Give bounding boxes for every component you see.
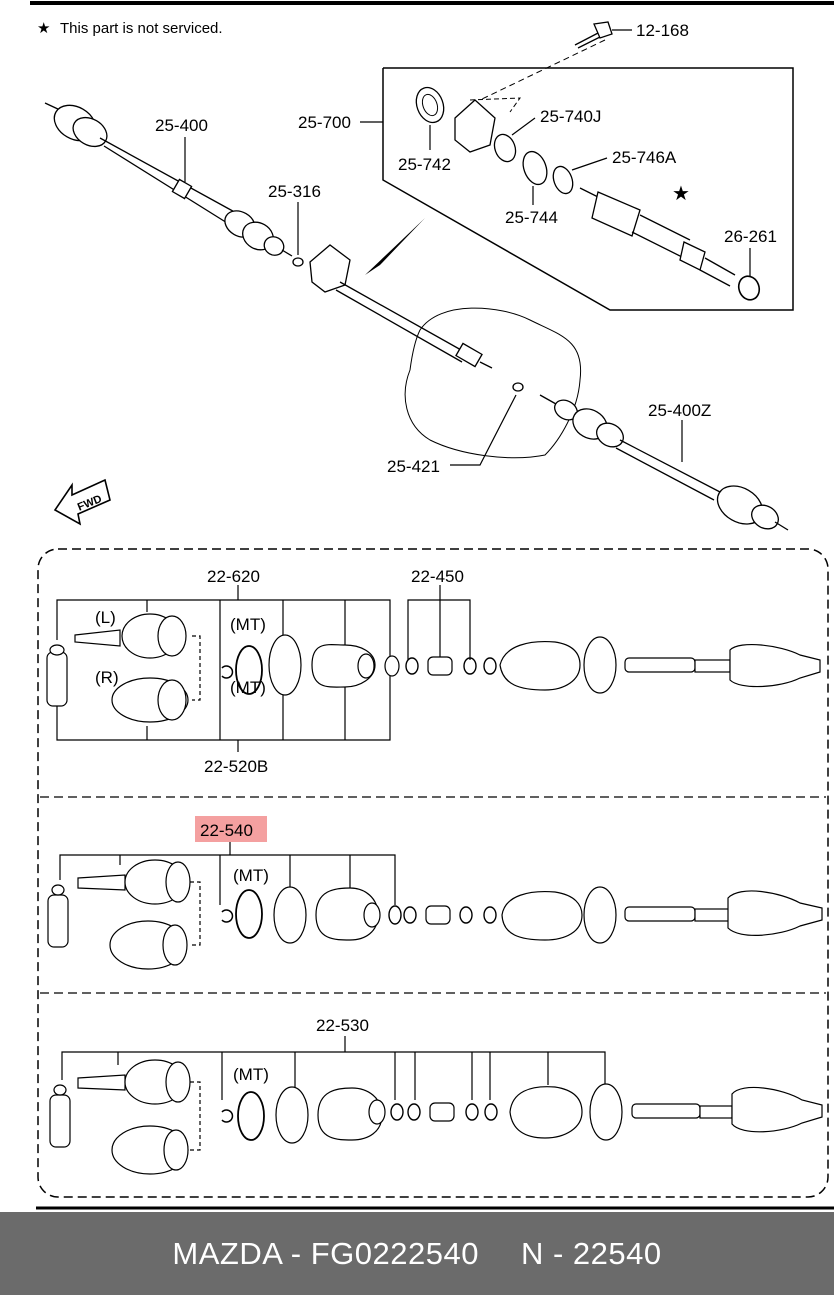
- footer-number: N - 22540: [520, 1235, 662, 1271]
- ring-25-744[interactable]: [519, 148, 551, 187]
- label-25-316: 25-316: [268, 182, 321, 201]
- boot-band-5: [275, 1086, 309, 1144]
- snap-ring-2: [221, 909, 234, 923]
- circlip-3: [237, 1091, 265, 1141]
- outer-joint-2: [727, 890, 823, 936]
- label-22-530: 22-530: [316, 1016, 369, 1035]
- grease-tube-1: [46, 651, 68, 707]
- boot-band-6: [589, 1083, 623, 1141]
- seal-25-742[interactable]: [412, 84, 449, 127]
- label-22-620: 22-620: [207, 567, 260, 586]
- kit-row-2: [59, 842, 396, 905]
- label-25-740J: 25-740J: [540, 107, 601, 126]
- boot-6: [509, 1086, 583, 1139]
- boot-band-3: [273, 886, 307, 944]
- label-25-700: 25-700: [298, 113, 351, 132]
- bracket[interactable]: [454, 99, 496, 153]
- kit-row-1-parts[interactable]: [46, 613, 821, 723]
- label-25-400Z: 25-400Z: [648, 401, 711, 420]
- note-star-icon: ★: [37, 20, 50, 37]
- kit-row-3: [61, 1036, 606, 1100]
- right-label: (R): [95, 668, 119, 687]
- fwd-arrow-icon: FWD: [53, 478, 111, 526]
- label-26-261: 26-261: [724, 227, 777, 246]
- boot-band-2: [583, 636, 617, 694]
- snap-ring-3: [221, 1109, 234, 1123]
- outer-joint-3: [731, 1086, 823, 1133]
- boot-1: [311, 644, 376, 688]
- kit-row-1: [56, 585, 471, 752]
- clip-25-316[interactable]: [292, 257, 304, 267]
- bolt-12-168[interactable]: [574, 21, 613, 49]
- label-22-450: 22-450: [411, 567, 464, 586]
- clip-25-421[interactable]: [512, 382, 524, 392]
- star-icon: ★: [672, 181, 690, 205]
- outer-joint-1: [729, 644, 821, 688]
- left-label: (L): [95, 608, 116, 627]
- parts-diagram: ★ This part is not serviced. 12-168 25-4…: [30, 1, 834, 1210]
- drive-shaft-25-400Z[interactable]: [539, 394, 789, 534]
- mt-label-2: (MT): [233, 866, 269, 885]
- mt-label-1b: (MT): [230, 678, 266, 697]
- label-25-746A: 25-746A: [612, 148, 677, 167]
- label-22-540[interactable]: 22-540: [200, 821, 253, 840]
- footer-brand-part: MAZDA - FG0222540: [172, 1235, 479, 1271]
- highlight-22-540: [195, 816, 267, 842]
- pointer-arrow: [365, 218, 425, 275]
- grease-tube-2: [47, 894, 69, 948]
- label-25-744: 25-744: [505, 208, 558, 227]
- label-25-421: 25-421: [387, 457, 440, 476]
- kit-row-3-parts[interactable]: [49, 1059, 823, 1175]
- note-text: This part is not serviced.: [60, 20, 223, 37]
- circlip-2: [235, 889, 263, 939]
- joint-shaft-kit-25-700: 25-700 25-742 25-740J 25-744 25-746A: [298, 67, 794, 311]
- label-25-742: 25-742: [398, 155, 451, 174]
- mt-label-1a: (MT): [230, 615, 266, 634]
- label-12-168: 12-168: [636, 21, 689, 40]
- circlip-1: [235, 645, 263, 695]
- joint-shaft-inner[interactable]: [579, 187, 736, 287]
- kit-row-2-parts[interactable]: [47, 859, 823, 970]
- transaxle-outline: [404, 307, 582, 459]
- ring-25-746A[interactable]: [550, 164, 576, 196]
- boot-4: [501, 891, 583, 941]
- kits-panel: [37, 548, 829, 1198]
- label-25-400: 25-400: [155, 116, 208, 135]
- boot-band-4: [583, 886, 617, 944]
- seal-26-261[interactable]: [735, 273, 762, 302]
- label-22-520B: 22-520B: [204, 757, 268, 776]
- bearing-25-740J[interactable]: [491, 131, 519, 164]
- grease-tube-3: [49, 1094, 71, 1148]
- boot-2: [499, 641, 581, 691]
- mt-label-3: (MT): [233, 1065, 269, 1084]
- drive-shaft-25-400[interactable]: [44, 98, 293, 259]
- boot-band-1: [268, 634, 302, 696]
- joint-shaft[interactable]: [309, 244, 493, 369]
- snap-ring-1: [221, 665, 234, 679]
- footer-bar: MAZDA - FG0222540 N - 22540: [0, 1212, 834, 1295]
